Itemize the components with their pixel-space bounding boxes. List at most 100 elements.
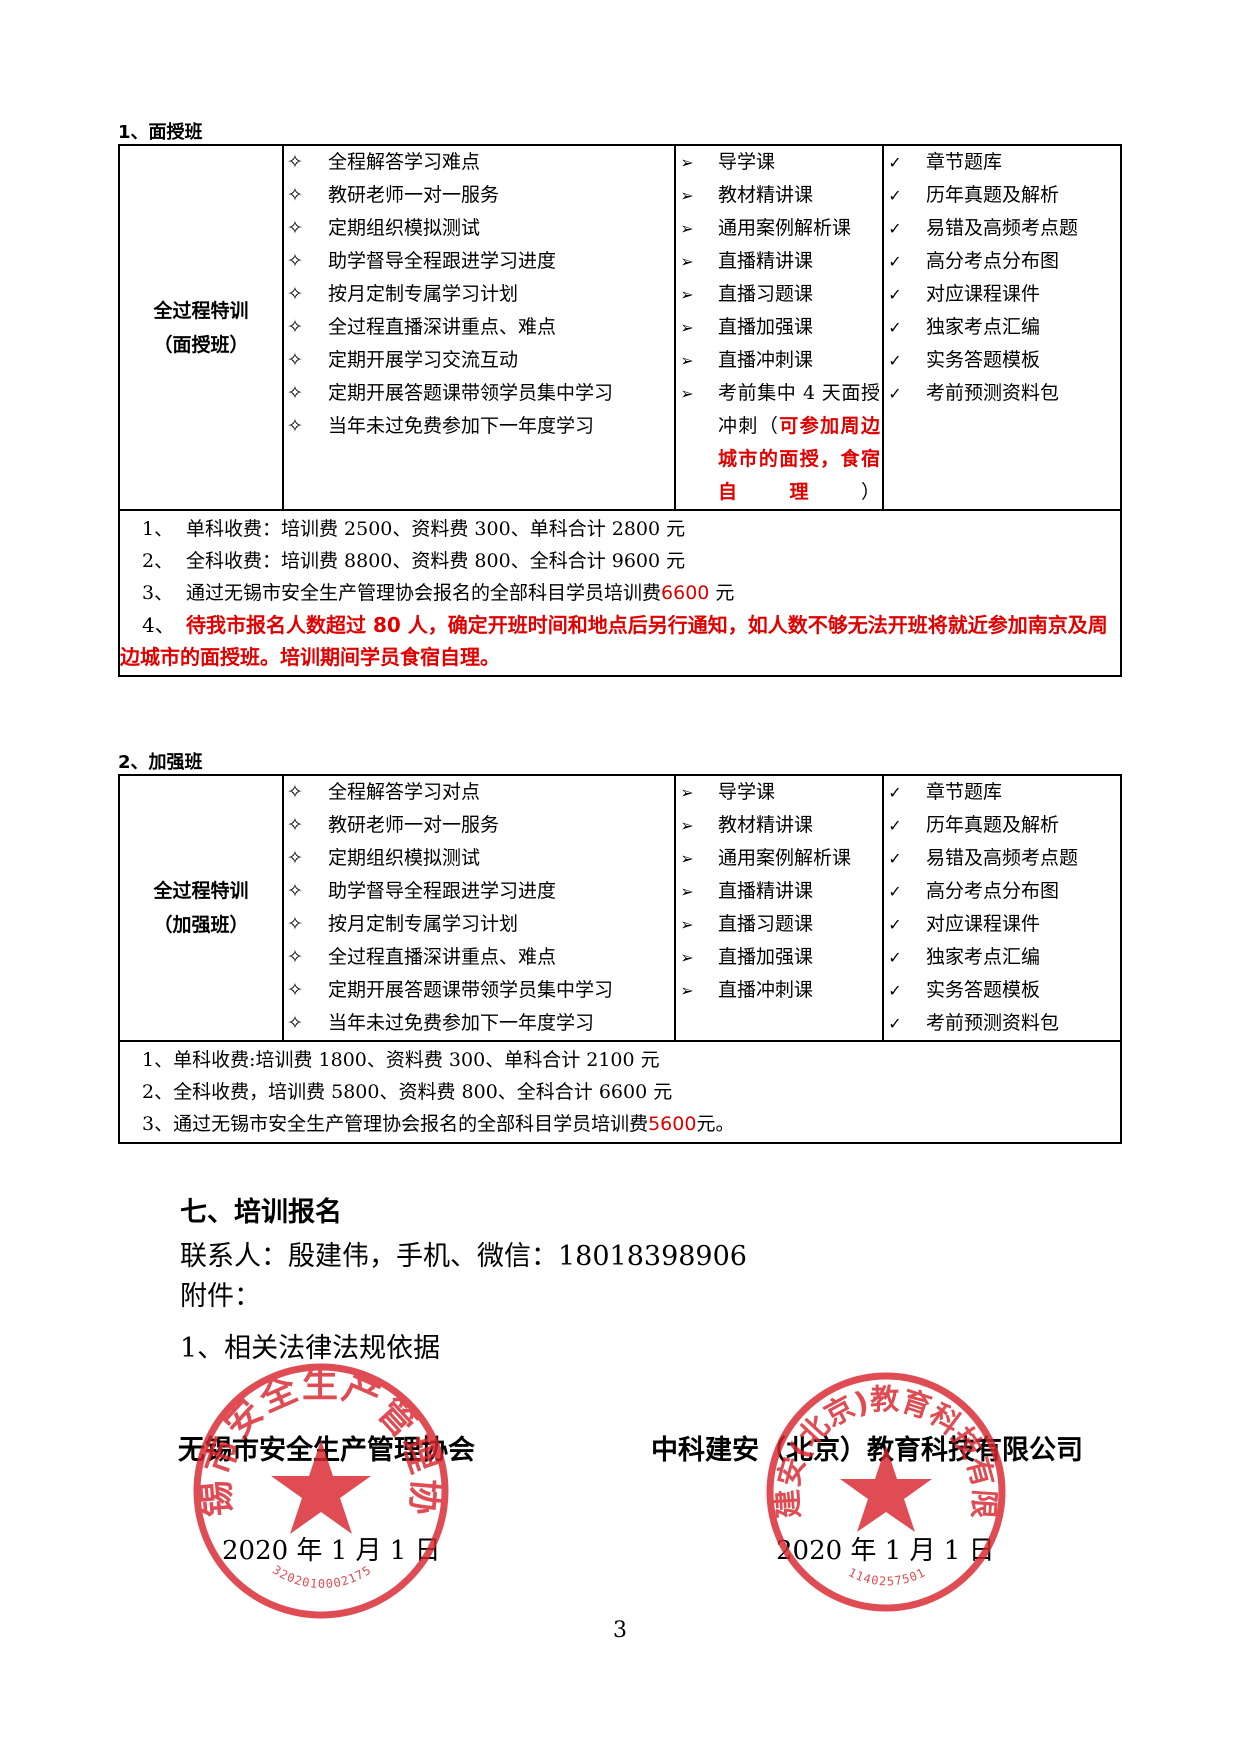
diamond-star-icon: ✧: [287, 349, 303, 371]
arrow-head-icon: ➢: [680, 849, 694, 868]
list-item: ✧ 全过程直播深讲重点、难点: [284, 941, 674, 974]
list-item-label: 独家考点汇编: [926, 316, 1041, 338]
arrow-head-icon: ➢: [680, 318, 694, 337]
list-item-label: 全过程直播深讲重点、难点: [328, 946, 557, 968]
check-icon: ✓: [888, 849, 902, 868]
list-item: ✓高分考点分布图: [884, 245, 1120, 278]
list-item-label: 直播冲刺课: [718, 979, 814, 1001]
list-item: ✧ 定期开展答题课带领学员集中学习: [284, 377, 674, 410]
diamond-star-icon: ✧: [287, 781, 303, 803]
list-item: ✓历年真题及解析: [884, 179, 1120, 212]
section1-fee4-note: 4、待我市报名人数超过 80 人，确定开班时间和地点后另行通知，如人数不够无法开…: [120, 613, 1108, 669]
diamond-star-icon: ✧: [287, 847, 303, 869]
section2-fee2: 2、全科收费，培训费 5800、资料费 800、全科合计 6600 元: [142, 1081, 673, 1103]
check-icon: ✓: [888, 285, 902, 304]
list-item: ✓ 易错及高频考点题: [884, 842, 1120, 875]
list-item-label: 按月定制专属学习计划: [328, 913, 519, 935]
list-item: ✓考前预测资料包: [884, 1007, 1120, 1040]
list-item-label: 实务答题模板: [926, 979, 1041, 1001]
list-item-label: 教材精讲课: [718, 184, 814, 206]
list-item-label: 定期开展答题课带领学员集中学习: [328, 382, 614, 404]
fee3-value: 6600: [661, 582, 710, 604]
list-item: ✓章节题库: [884, 776, 1120, 809]
registration-heading: 七、培训报名: [180, 1197, 342, 1228]
list-item-label: 按月定制专属学习计划: [328, 283, 519, 305]
list-item-label: 定期组织模拟测试: [328, 847, 481, 869]
arrow-head-icon: ➢: [680, 981, 694, 1000]
list-item: ✧教研老师一对一服务: [284, 179, 674, 212]
list-item-label: 考前预测资料包: [926, 382, 1060, 404]
diamond-star-icon: ✧: [287, 415, 303, 437]
list-item-label: 直播习题课: [718, 283, 814, 305]
list-item-label: 助学督导全程跟进学习进度: [328, 250, 557, 272]
section2-materials: ✓章节题库✓历年真题及解析✓易错及高频考点题✓高分考点分布图✓对应课程课件✓独家…: [882, 774, 1122, 1042]
list-item: ➢直播精讲课: [676, 245, 882, 278]
check-icon: ✓: [888, 219, 902, 238]
left-stamp-code: 3202010002175: [270, 1563, 373, 1591]
list-item-label: 历年真题及解析: [926, 814, 1060, 836]
section2-fee1: 1、单科收费:培训费 1800、资料费 300、单科合计 2100 元: [142, 1049, 660, 1071]
section1-label-line2: （面授班）: [153, 333, 249, 356]
list-item-label: 当年未过免费参加下一年度学习: [328, 1012, 595, 1034]
list-item-label: 直播习题课: [718, 913, 814, 935]
list-item: ➢直播冲刺课: [676, 344, 882, 377]
list-item: ➢直播精讲课: [676, 875, 882, 908]
svg-text:1140257501: 1140257501: [846, 1565, 928, 1588]
arrow-head-icon: ➢: [680, 816, 694, 835]
list-item: ✓独家考点汇编: [884, 941, 1120, 974]
list-item: ✓ 考前预测资料包: [884, 377, 1120, 410]
list-item: ✧定期开展学习交流互动: [284, 344, 674, 377]
fee3-value: 5600: [648, 1113, 697, 1135]
list-item-label: 易错及高频考点题: [926, 847, 1079, 869]
section1-title: 1、面授班: [118, 122, 203, 143]
section1-table: 全过程特训 （面授班） ✧全程解答学习难点✧教研老师一对一服务✧定期组织模拟测试…: [118, 144, 1122, 677]
right-stamp-code: 1140257501: [846, 1565, 927, 1588]
check-icon: ✓: [888, 384, 902, 403]
diamond-star-icon: ✧: [287, 283, 303, 305]
section1-courses: ➢导学课➢教材精讲课➢通用案例解析课➢直播精讲课➢直播习题课➢直播加强课➢直播冲…: [674, 144, 884, 511]
diamond-star-icon: ✧: [287, 217, 303, 239]
list-item: ➢导学课: [676, 776, 882, 809]
list-item: ✓历年真题及解析: [884, 809, 1120, 842]
diamond-star-icon: ✧: [287, 946, 303, 968]
check-icon: ✓: [888, 1014, 902, 1033]
list-item-label: 定期开展答题课带领学员集中学习: [328, 979, 614, 1001]
list-item: ✧助学督导全程跟进学习进度: [284, 245, 674, 278]
list-item: ➢直播习题课: [676, 908, 882, 941]
arrow-head-icon: ➢: [680, 384, 694, 403]
list-item-label: 直播加强课: [718, 316, 814, 338]
check-icon: ✓: [888, 351, 902, 370]
diamond-star-icon: ✧: [287, 382, 303, 404]
registration-contact: 联系人：殷建伟，手机、微信：18018398906: [180, 1241, 747, 1272]
arrow-head-icon: ➢: [680, 351, 694, 370]
list-item-label: 全程解答学习对点: [328, 781, 481, 803]
list-item: ➢ 直播加强课: [676, 941, 882, 974]
arrow-head-icon: ➢: [680, 948, 694, 967]
list-item-label: 对应课程课件: [926, 913, 1041, 935]
list-item-label: 考前集中 4 天面授冲刺（可参加周边城市的面授，食宿自理）: [718, 382, 880, 503]
list-item: ✧ 当年未过免费参加下一年度学习: [284, 410, 674, 443]
list-item-label: 实务答题模板: [926, 349, 1041, 371]
list-item-label: 直播加强课: [718, 946, 814, 968]
list-item: ➢直播习题课: [676, 278, 882, 311]
list-item-label: 高分考点分布图: [926, 250, 1060, 272]
list-item-label: 当年未过免费参加下一年度学习: [328, 415, 595, 437]
check-icon: ✓: [888, 783, 902, 802]
list-item-label: 易错及高频考点题: [926, 217, 1079, 239]
list-item-label: 章节题库: [926, 151, 1003, 173]
list-item-label: 直播精讲课: [718, 250, 814, 272]
list-item: ✓高分考点分布图: [884, 875, 1120, 908]
list-item: ✓对应课程课件: [884, 908, 1120, 941]
list-item: ✧教研老师一对一服务: [284, 809, 674, 842]
check-icon: ✓: [888, 948, 902, 967]
section2-title: 2、加强班: [118, 752, 203, 773]
arrow-head-icon: ➢: [680, 186, 694, 205]
arrow-head-icon: ➢: [680, 783, 694, 802]
list-item: ➢导学课: [676, 146, 882, 179]
section2-services: ✧ 全程解答学习对点 ✧教研老师一对一服务 ✧ 定期组织模拟测试 ✧助学督导全程跟进学习进…: [282, 774, 676, 1042]
section2-fee3: 3、通过无锡市安全生产管理协会报名的全部科目学员培训费5600元。: [142, 1113, 735, 1135]
list-item: ✓实务答题模板: [884, 974, 1120, 1007]
list-item: ✧助学督导全程跟进学习进度: [284, 875, 674, 908]
fee-line: 1、单科收费：培训费 2500、资料费 300、单科合计 2800 元: [142, 518, 686, 540]
